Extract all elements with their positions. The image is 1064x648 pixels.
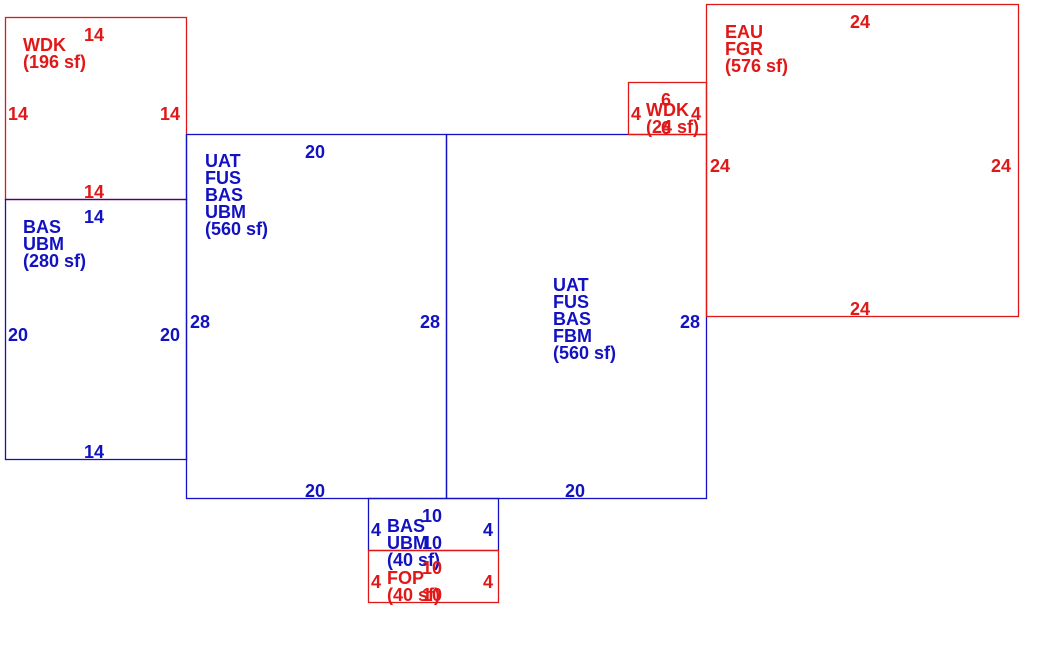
dimension-bottom: 20 [305, 481, 325, 501]
area-label-line: BAS [553, 309, 591, 329]
area-label-line: UBM [387, 533, 428, 553]
area-outline [705, 3, 1020, 318]
area-label-line: (40 sf) [387, 550, 440, 570]
dimension-bottom: 10 [422, 585, 442, 605]
area-label-line: UAT [205, 151, 241, 171]
area-label-line: WDK [646, 100, 689, 120]
dimension-left: 4 [371, 572, 381, 592]
area-label-line: FBM [553, 326, 592, 346]
dimension-right: 20 [160, 325, 180, 345]
area-label-line: (24 sf) [646, 117, 699, 137]
area-label-line: FGR [725, 39, 763, 59]
area-label-line: UBM [205, 202, 246, 222]
area-label-line: (40 sf) [387, 585, 440, 605]
dimension-top: 20 [305, 142, 325, 162]
dimension-left: 14 [8, 104, 28, 124]
dimension-right: 24 [991, 156, 1011, 176]
dimension-right: 28 [680, 312, 700, 332]
dimension-left: 28 [190, 312, 210, 332]
dimension-top: 6 [661, 90, 671, 110]
area-label-line: FUS [553, 292, 589, 312]
dimension-left: 4 [631, 104, 641, 124]
area-label-line: FUS [205, 168, 241, 188]
dimension-right: 4 [483, 572, 493, 592]
area-label-line: BAS [205, 185, 243, 205]
dimension-bottom: 24 [850, 299, 870, 319]
dimension-bottom: 14 [84, 442, 104, 462]
area-label: WDK(196 sf) [23, 35, 86, 72]
area-label-line: (196 sf) [23, 52, 86, 72]
area-label-line: (280 sf) [23, 251, 86, 271]
area-outline [367, 549, 500, 604]
dimension-right: 14 [160, 104, 180, 124]
dimension-top: 14 [84, 25, 104, 45]
dimension-right: 28 [420, 312, 440, 332]
dimension-bottom: 14 [84, 182, 104, 202]
area-label-line: (560 sf) [553, 343, 616, 363]
area-label-line: UBM [23, 234, 64, 254]
dimension-top: 24 [850, 12, 870, 32]
dimension-bottom: 10 [422, 533, 442, 553]
area-label-line: EAU [725, 22, 763, 42]
dimension-right: 4 [483, 520, 493, 540]
area-label-line: FOP [387, 568, 424, 588]
dimension-top: 10 [422, 558, 442, 578]
area-label: FOP(40 sf) [387, 568, 440, 605]
dimension-top: 10 [422, 506, 442, 526]
area-label-line: (560 sf) [205, 219, 268, 239]
area-label: WDK(24 sf) [646, 100, 699, 137]
area-label-line: WDK [23, 35, 66, 55]
dimension-bottom: 6 [661, 118, 671, 138]
dimension-right: 4 [691, 104, 701, 124]
dimension-bottom: 20 [565, 481, 585, 501]
area-label-line: (576 sf) [725, 56, 788, 76]
dimension-left: 4 [371, 520, 381, 540]
area-label-line: UAT [553, 275, 589, 295]
dimension-top: 14 [84, 207, 104, 227]
dimension-left: 24 [710, 156, 730, 176]
area-label-line: BAS [387, 516, 425, 536]
dimension-left: 20 [8, 325, 28, 345]
area-label-line: BAS [23, 217, 61, 237]
